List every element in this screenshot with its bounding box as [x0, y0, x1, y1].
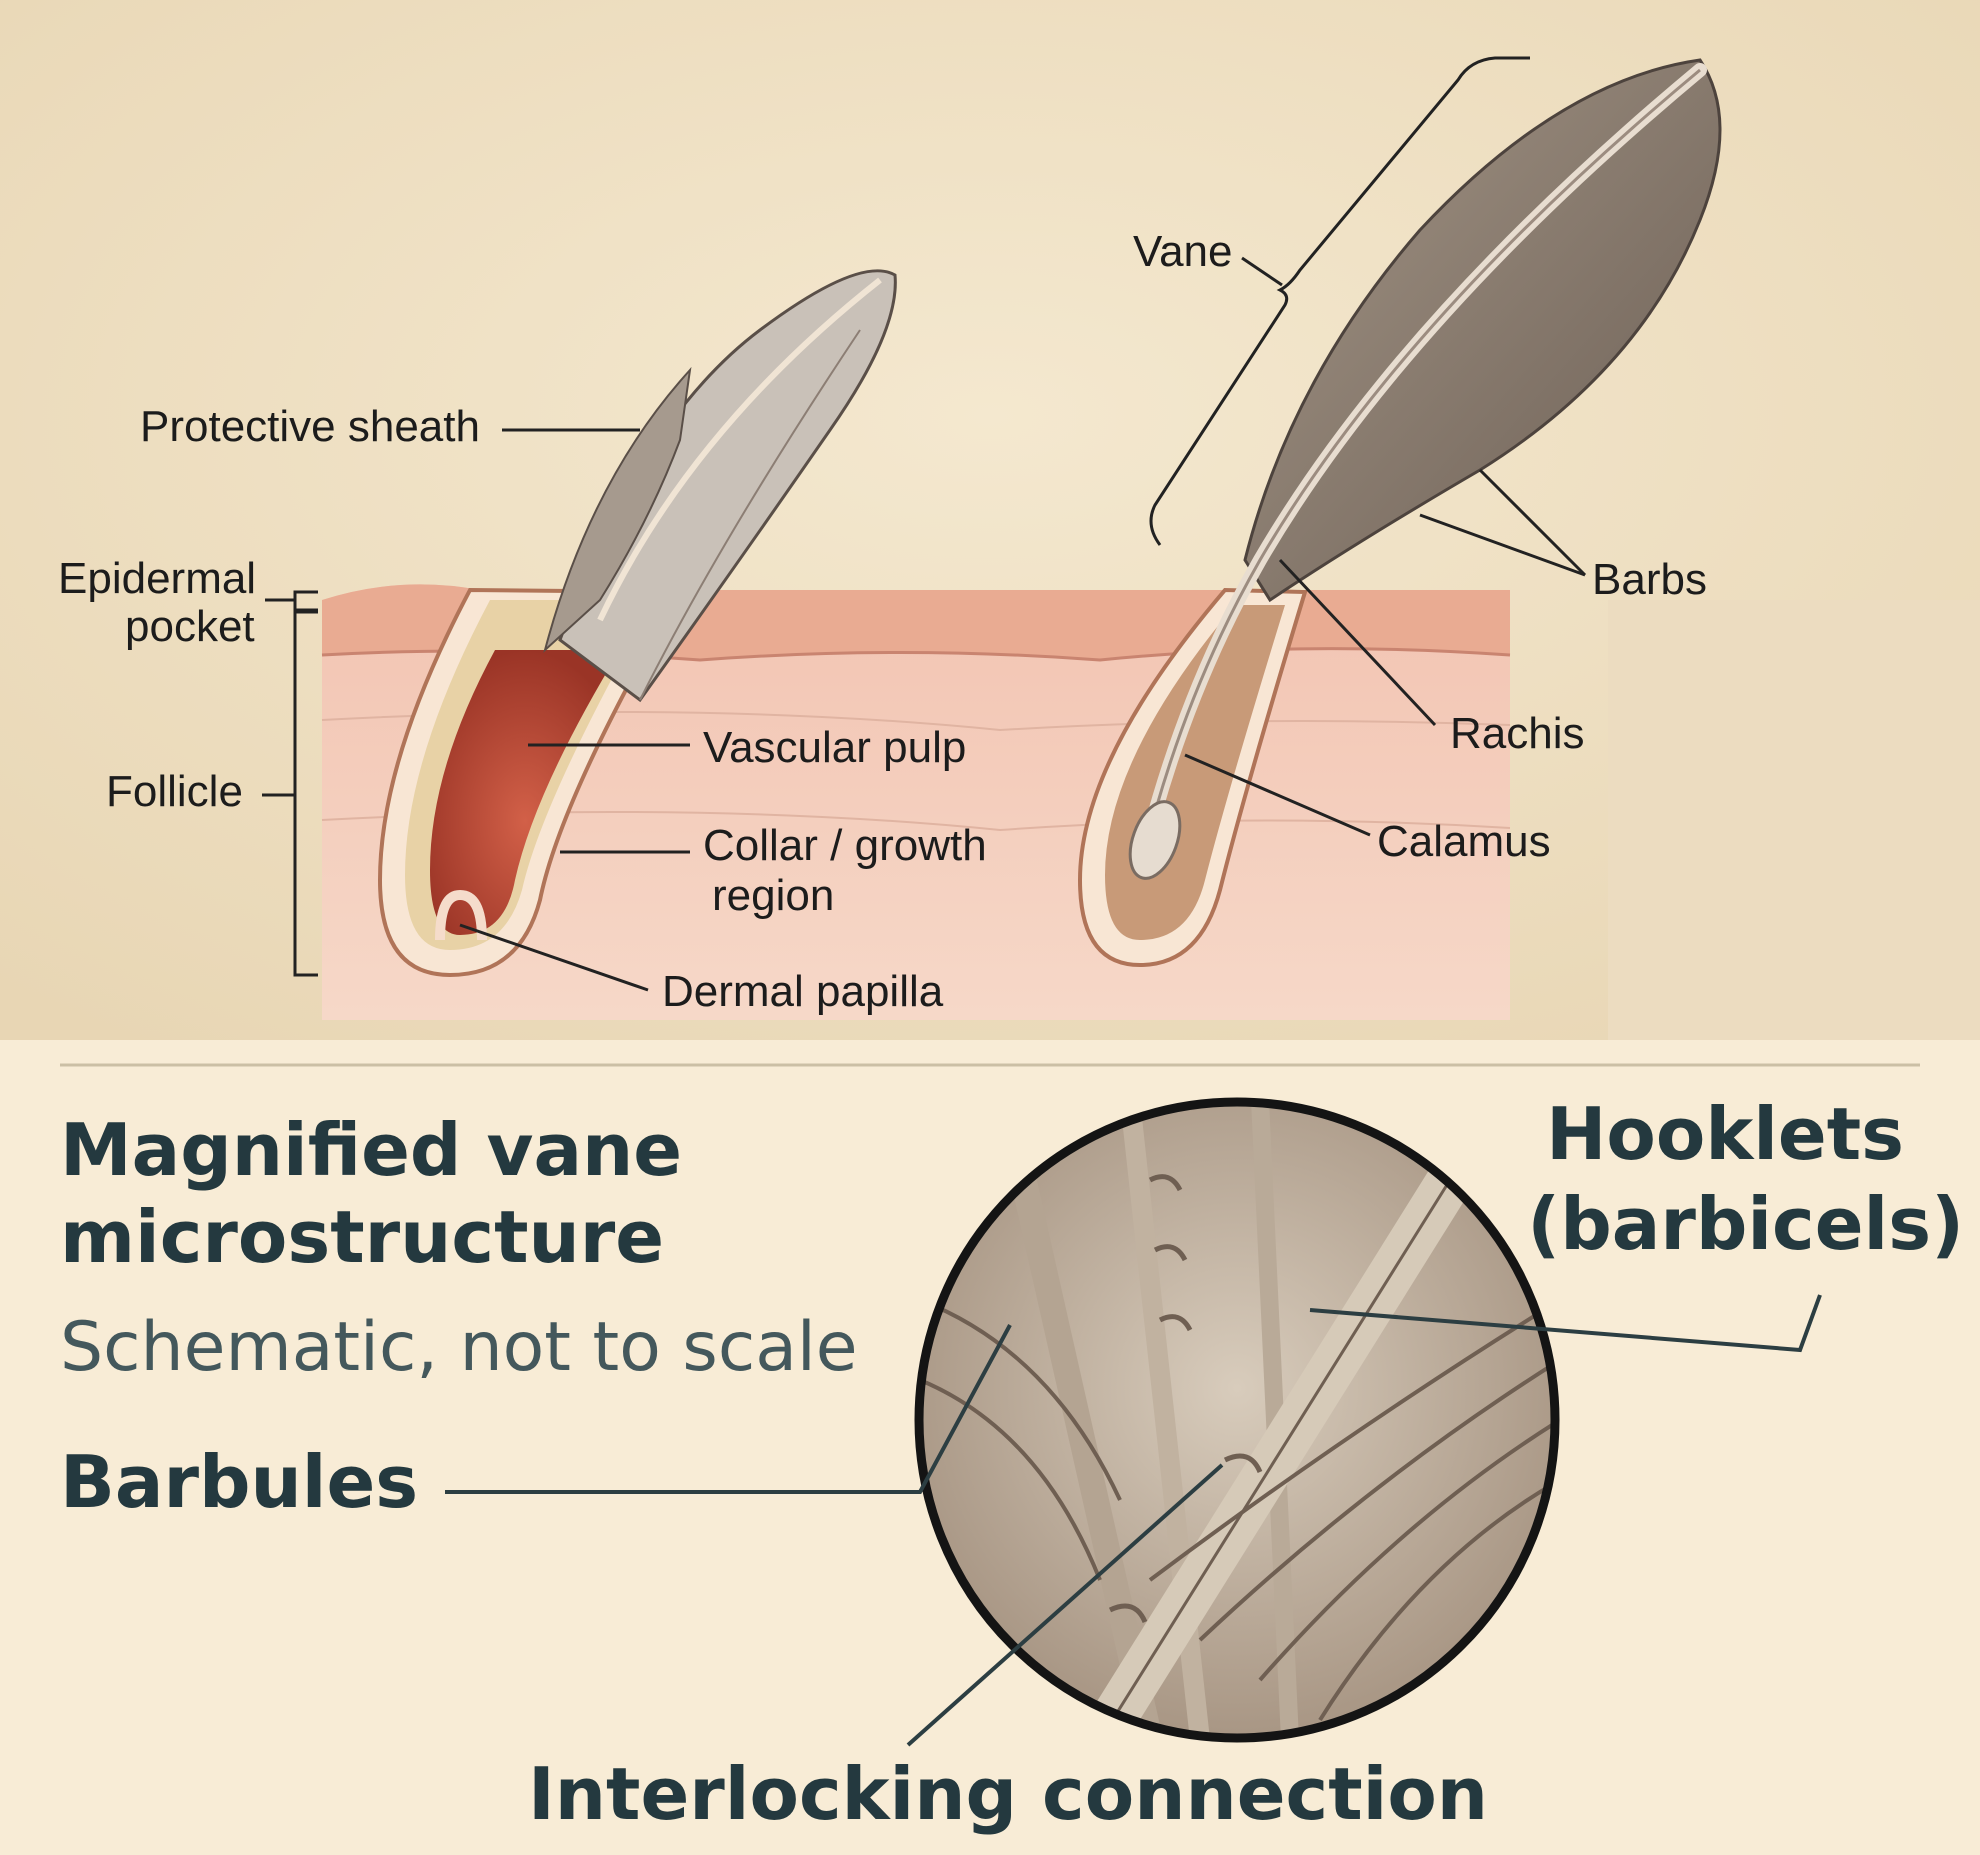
left-follicle — [377, 587, 684, 978]
magnified-subtitle: Schematic, not to scale — [60, 1308, 858, 1387]
label-hooklets-line2: (barbicels) — [1527, 1182, 1964, 1266]
label-protective-sheath: Protective sheath — [140, 402, 480, 451]
label-vascular-pulp: Vascular pulp — [703, 723, 967, 772]
follicle-bracket — [262, 590, 318, 977]
label-barbules: Barbules — [60, 1440, 419, 1524]
label-collar-line1: Collar / growth — [703, 821, 987, 870]
magnified-title-line1: Magnified vane — [60, 1108, 683, 1192]
vane-brace — [1149, 56, 1530, 546]
left-emerging-feather — [543, 269, 897, 703]
label-epidermal-pocket-line2: pocket — [125, 602, 255, 651]
magnified-leader-lines — [445, 1294, 1822, 1747]
label-hooklets-line1: Hooklets — [1546, 1092, 1904, 1176]
label-dermal-papilla: Dermal papilla — [662, 967, 944, 1016]
label-collar-line2: region — [712, 871, 835, 920]
label-follicle: Follicle — [106, 767, 243, 816]
label-rachis: Rachis — [1450, 709, 1585, 758]
label-vane: Vane — [1133, 227, 1233, 276]
label-barbs: Barbs — [1592, 555, 1707, 604]
parchment-patch — [1608, 600, 1980, 1040]
label-interlocking-connection: Interlocking connection — [528, 1752, 1489, 1836]
magnified-vane-circle — [914, 1097, 1560, 1743]
label-calamus: Calamus — [1377, 817, 1551, 866]
label-epidermal-pocket-line1: Epidermal — [58, 554, 257, 603]
upper-leader-lines — [459, 256, 1587, 992]
magnified-title-line2: microstructure — [60, 1195, 665, 1279]
right-mature-feather — [1128, 58, 1722, 880]
